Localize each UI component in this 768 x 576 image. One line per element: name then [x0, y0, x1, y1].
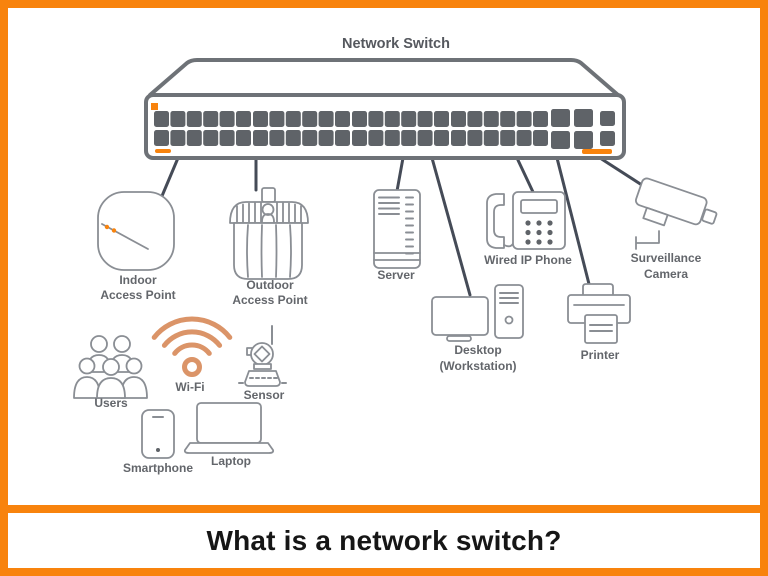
switch-port	[467, 111, 483, 127]
switch-port	[467, 130, 483, 146]
switch-port	[451, 111, 466, 127]
switch-port	[335, 111, 350, 127]
switch-port	[551, 109, 570, 127]
switch-port	[335, 130, 350, 146]
switch-port	[574, 109, 593, 127]
indoor-access-point-icon	[97, 191, 175, 271]
desktop-label-line2: (Workstation)	[439, 359, 516, 373]
laptop-label: Laptop	[211, 454, 251, 468]
footer-title: What is a network switch?	[206, 524, 562, 556]
smartphone-label: Smartphone	[123, 461, 193, 475]
outdoor-ap-label-line2: Access Point	[232, 293, 307, 307]
switch-port	[483, 130, 499, 146]
switch-port	[170, 130, 186, 146]
switch-ports	[154, 109, 615, 149]
switch-port	[186, 111, 202, 127]
switch-port	[285, 130, 301, 146]
switch-port	[451, 130, 466, 146]
switch-port	[500, 111, 516, 127]
switch-port	[302, 130, 318, 146]
desktop-icon	[431, 284, 524, 342]
server-label: Server	[377, 268, 415, 282]
switch-port	[483, 111, 499, 127]
switch-port	[384, 130, 400, 146]
diagram-canvas: Network Switch	[8, 8, 760, 505]
switch-port	[203, 130, 219, 146]
switch-port	[516, 111, 532, 127]
switch-port	[533, 130, 548, 146]
switch-port	[285, 111, 301, 127]
switch-port	[574, 131, 593, 149]
switch-led-strip-right	[582, 149, 612, 154]
switch-port	[417, 130, 433, 146]
switch-port	[401, 111, 417, 127]
switch-port	[269, 130, 285, 146]
indoor-ap-label-line1: Indoor	[119, 273, 157, 287]
switch-port	[154, 111, 169, 127]
users-label: Users	[94, 396, 128, 410]
camera-label-line2: Camera	[644, 267, 688, 281]
switch-port	[186, 130, 202, 146]
indoor-ap-label-line2: Access Point	[100, 288, 175, 302]
network-switch-icon	[144, 58, 626, 160]
switch-port	[600, 111, 615, 126]
laptop-icon	[183, 402, 275, 454]
switch-port	[384, 111, 400, 127]
cable-camera	[598, 156, 647, 189]
server-icon	[373, 189, 421, 269]
footer-bar: What is a network switch?	[8, 513, 760, 568]
phone-keypad	[525, 220, 553, 245]
cable-server	[395, 156, 405, 193]
desktop-label-line1: Desktop	[454, 343, 501, 357]
network-switch-title: Network Switch	[342, 36, 450, 52]
printer-icon	[567, 283, 631, 344]
switch-port	[203, 111, 219, 127]
printer-label: Printer	[581, 348, 620, 362]
wifi-icon	[151, 316, 233, 377]
switch-port	[417, 111, 433, 127]
switch-port	[318, 111, 334, 127]
switch-port	[269, 111, 285, 127]
cable-ip-phone	[515, 156, 535, 194]
switch-port	[219, 130, 235, 146]
switch-port	[352, 111, 367, 127]
switch-port	[236, 111, 251, 127]
outdoor-ap-label-line1: Outdoor	[246, 278, 294, 292]
cables	[160, 156, 647, 297]
switch-led-strip-left	[155, 149, 171, 153]
camera-label-line1: Surveillance	[631, 251, 702, 265]
switch-port	[551, 131, 570, 149]
switch-port	[236, 130, 251, 146]
switch-port	[352, 130, 367, 146]
switch-port	[500, 130, 516, 146]
switch-port	[434, 130, 449, 146]
users-icon	[73, 335, 148, 399]
switch-led	[151, 103, 158, 110]
switch-port	[253, 111, 268, 127]
switch-port	[154, 130, 169, 146]
switch-port	[516, 130, 532, 146]
sensor-icon	[238, 325, 287, 387]
sensor-label: Sensor	[244, 388, 285, 402]
cable-indoor-ap	[160, 156, 180, 198]
ip-phone-icon	[486, 191, 566, 250]
switch-port	[318, 130, 334, 146]
switch-port	[170, 111, 186, 127]
switch-port	[253, 130, 268, 146]
switch-port	[533, 111, 548, 127]
smartphone-icon	[141, 409, 175, 459]
outdoor-access-point-icon	[229, 187, 309, 280]
switch-port	[401, 130, 417, 146]
surveillance-camera-icon	[635, 177, 718, 250]
switch-port	[368, 130, 384, 146]
switch-port	[368, 111, 384, 127]
cable-desktop	[430, 156, 472, 297]
switch-port	[302, 111, 318, 127]
wifi-label: Wi-Fi	[175, 380, 204, 394]
ip-phone-label: Wired IP Phone	[484, 253, 572, 267]
switch-port	[434, 111, 449, 127]
cable-printer	[555, 156, 591, 286]
switch-port	[600, 131, 615, 146]
switch-port	[219, 111, 235, 127]
